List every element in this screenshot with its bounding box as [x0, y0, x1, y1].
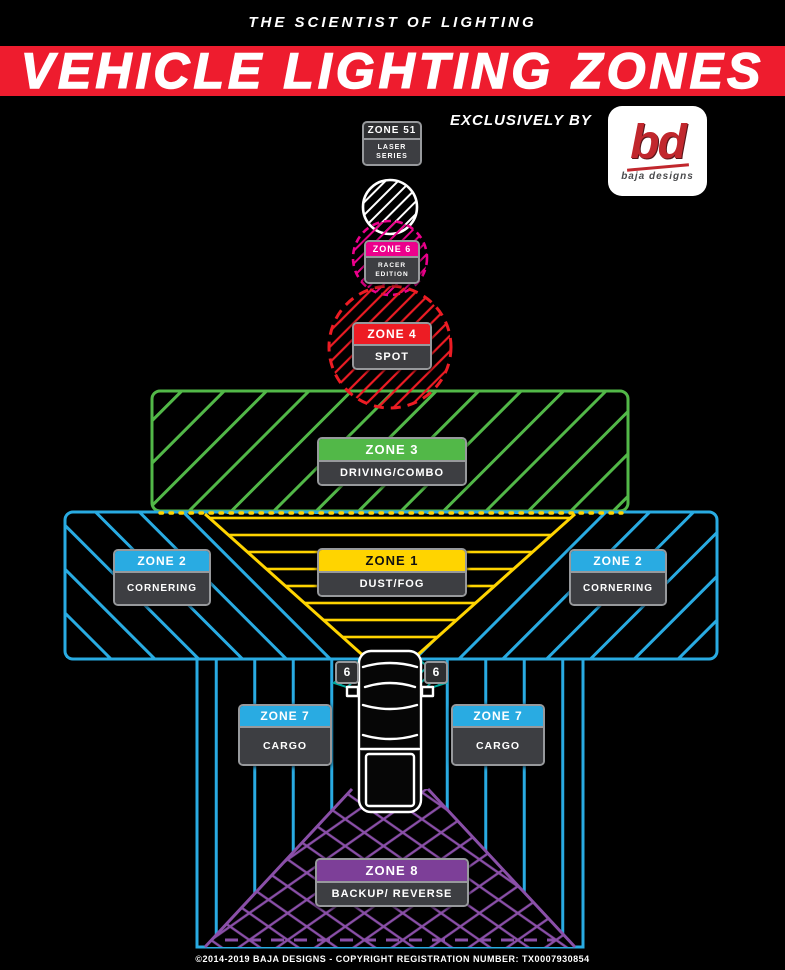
zone51-type-line2: SERIES	[376, 153, 408, 160]
zone2-right-type: CORNERING	[571, 571, 665, 604]
zone3-label: ZONE 3 DRIVING/COMBO	[317, 437, 467, 486]
truck	[345, 649, 435, 814]
zone2-left-name: ZONE 2	[115, 551, 209, 571]
truck-mirror-left	[345, 685, 360, 698]
zone6-label: ZONE 6 RACER EDITION	[364, 240, 420, 284]
zone1-name: ZONE 1	[319, 550, 465, 571]
zone4-label: ZONE 4 SPOT	[352, 322, 432, 370]
zone2-right-label: ZONE 2 CORNERING	[569, 549, 667, 606]
truck-mirror-right	[420, 685, 435, 698]
bd-monogram: bd	[630, 115, 687, 169]
zone7-right-type: CARGO	[453, 726, 543, 764]
zone7-right-name: ZONE 7	[453, 706, 543, 726]
zone2-left-label: ZONE 2 CORNERING	[113, 549, 211, 606]
zone6-type-line1: RACER	[377, 262, 407, 269]
zone1-type: DUST/FOG	[319, 571, 465, 595]
zone8-label: ZONE 8 BACKUP/ REVERSE	[315, 858, 469, 907]
zone7-left-name: ZONE 7	[240, 706, 330, 726]
zone7-right-label: ZONE 7 CARGO	[451, 704, 545, 766]
zone3-name: ZONE 3	[319, 439, 465, 460]
zone51-name: ZONE 51	[367, 125, 417, 136]
baja-designs-logo: bd baja designs	[608, 106, 707, 196]
zone4-type: SPOT	[354, 344, 430, 368]
zone1-label: ZONE 1 DUST/FOG	[317, 548, 467, 597]
zone6-type-line2: EDITION	[375, 271, 409, 278]
zone6-name: ZONE 6	[366, 242, 418, 256]
zone3-type: DRIVING/COMBO	[319, 460, 465, 484]
zone51-label: ZONE 51 LASER SERIES	[362, 121, 422, 166]
zone6-type: RACER EDITION	[366, 256, 418, 282]
title-banner: VEHICLE LIGHTING ZONES	[0, 42, 785, 100]
zone8-name: ZONE 8	[317, 860, 467, 881]
page-title: VEHICLE LIGHTING ZONES	[20, 42, 765, 99]
brand-name: baja designs	[621, 170, 694, 182]
zone6-marker-right: 6	[424, 661, 448, 684]
zone7-left-label: ZONE 7 CARGO	[238, 704, 332, 766]
zone51-type-line1: LASER	[377, 144, 407, 151]
exclusively-by-label: EXCLUSIVELY BY	[450, 112, 592, 129]
copyright-notice: ©2014-2019 BAJA DESIGNS - COPYRIGHT REGI…	[195, 954, 590, 964]
zone2-right-name: ZONE 2	[571, 551, 665, 571]
zone8-type: BACKUP/ REVERSE	[317, 881, 467, 905]
zone6-marker-left: 6	[335, 661, 359, 684]
tagline: THE SCIENTIST OF LIGHTING	[248, 14, 537, 31]
zone2-left-type: CORNERING	[115, 571, 209, 604]
zone51-type: LASER SERIES	[364, 138, 420, 164]
zone7-left-type: CARGO	[240, 726, 330, 764]
zone4-name: ZONE 4	[354, 324, 430, 344]
